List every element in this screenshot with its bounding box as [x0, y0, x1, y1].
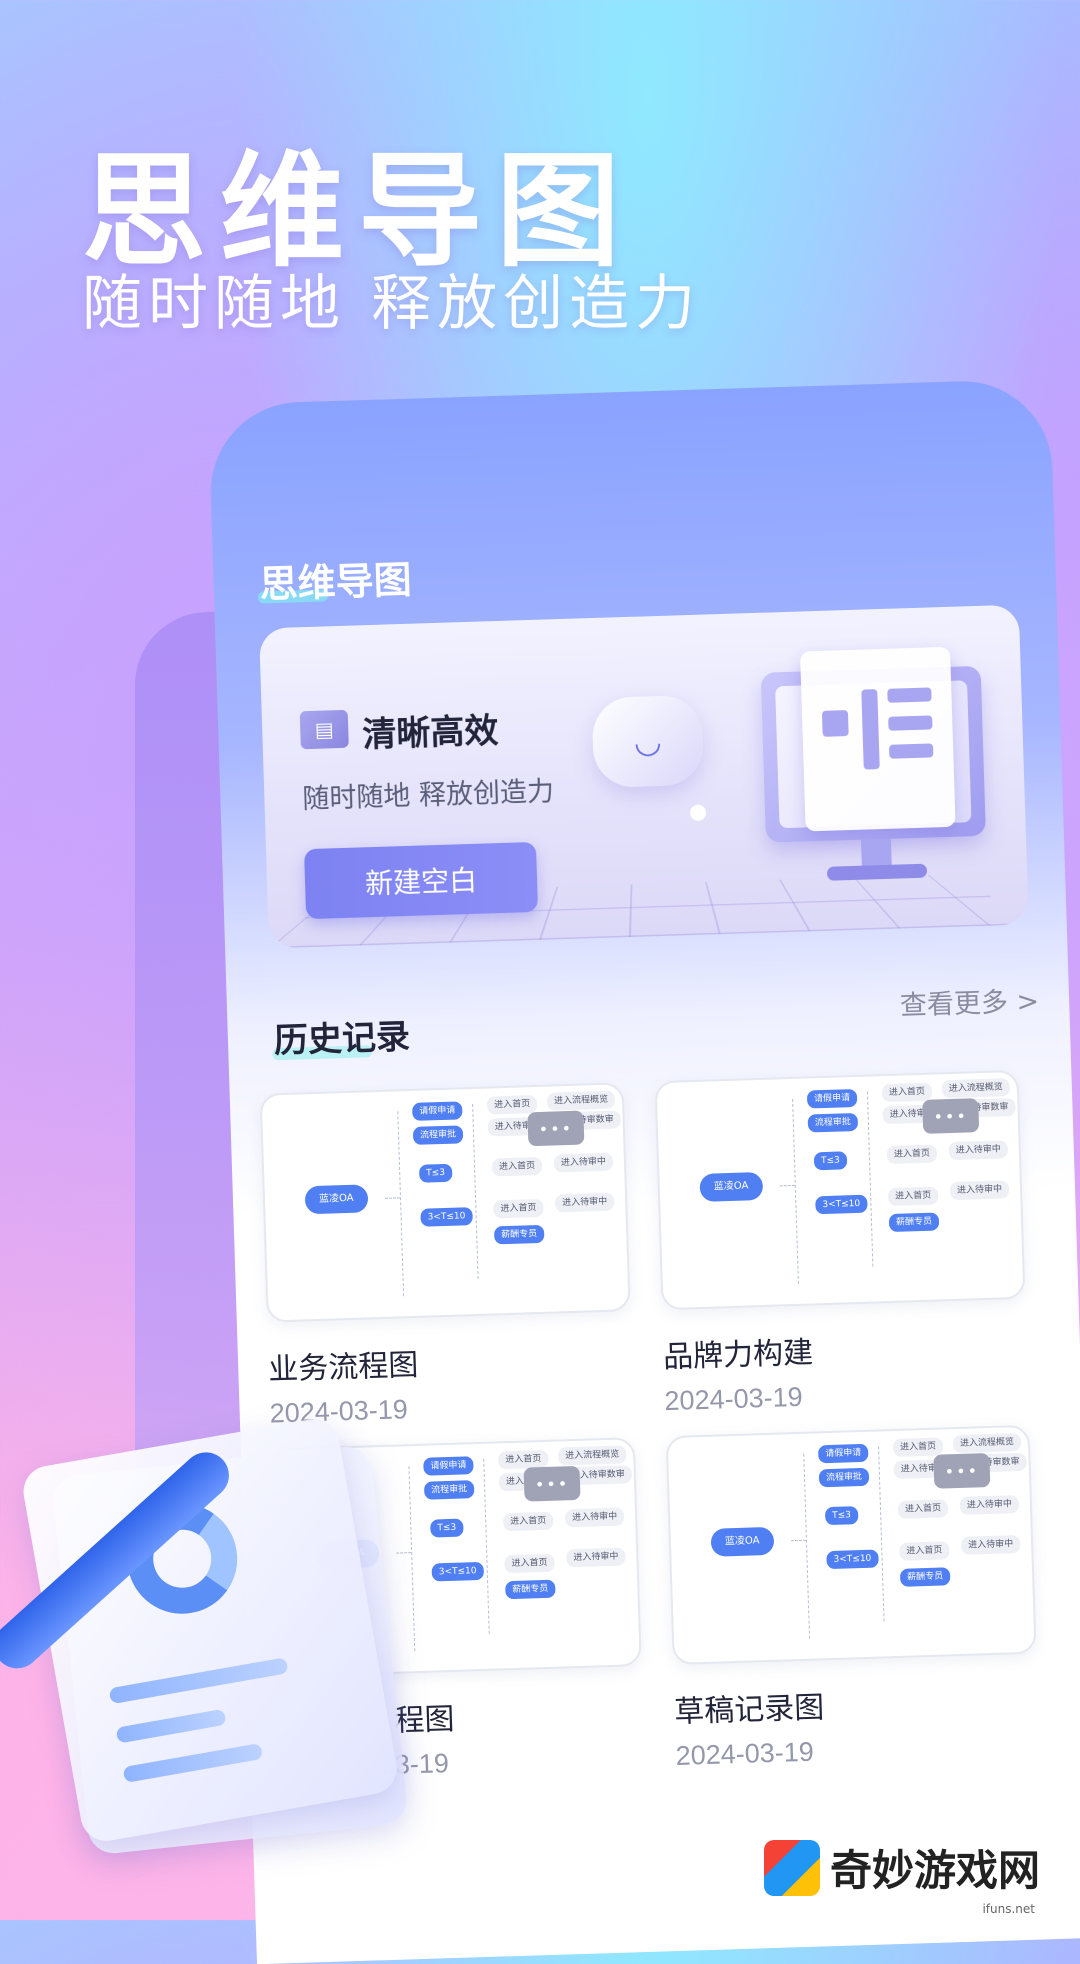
card-title: 草稿记录图 [673, 1690, 825, 1730]
hero-banner[interactable]: ▤ 清晰高效 随时随地 释放创造力 新建空白 ◡ [259, 604, 1029, 949]
leaf-node: 进入待审中 [948, 1140, 1009, 1161]
branch-node: T≤3 [824, 1506, 859, 1526]
card-date: 2024-03-19 [675, 1736, 815, 1771]
hero-subtitle: 随时随地 释放创造力 [82, 269, 702, 339]
watermark-text: 奇妙游戏网 [829, 1846, 1040, 1895]
leaf-node: 进入首页 [504, 1553, 555, 1574]
more-menu-button[interactable]: ••• [933, 1452, 991, 1489]
mindmap-thumbnail[interactable]: 蓝凌OA 请假申请 流程审批 T≤3 3<T≤10 进入首页 进入待审 进入首页… [665, 1424, 1037, 1666]
leaf-node: 进入首页 [491, 1156, 543, 1177]
leaf-node: 进入流程概览 [546, 1090, 616, 1111]
root-node: 蓝凌OA [699, 1171, 763, 1202]
leaf-node: 薪酬专员 [899, 1567, 951, 1587]
history-card-2[interactable]: 蓝凌OA 请假申请 流程审批 T≤3 3<T≤10 进入首页 进入待审 进入首页… [654, 1069, 1026, 1417]
mindmap-thumbnail[interactable]: 蓝凌OA 请假申请 流程审批 T≤3 3<T≤10 进入首页 进入待审 进入首页… [259, 1082, 631, 1323]
site-logo-icon [763, 1839, 820, 1896]
monitor-base [826, 863, 928, 881]
branch-node: 请假申请 [817, 1443, 869, 1464]
branch-node: 请假申请 [412, 1101, 463, 1121]
leaf-node: 进入待审中 [564, 1507, 625, 1528]
mindmap-icon: ▤ [299, 709, 349, 750]
mindmap-thumbnail[interactable]: 蓝凌OA 请假申请 流程审批 T≤3 3<T≤10 进入首页 进入待审 进入首页… [654, 1069, 1026, 1311]
leaf-node: 薪酬专员 [505, 1579, 556, 1600]
watermark-url: ifuns.net [982, 1902, 1035, 1916]
leaf-node: 薪酬专员 [493, 1224, 545, 1245]
root-node: 蓝凌OA [304, 1184, 368, 1215]
history-card-1[interactable]: 蓝凌OA 请假申请 流程审批 T≤3 3<T≤10 进入首页 进入待审 进入首页… [259, 1082, 631, 1429]
branch-node: 请假申请 [806, 1088, 858, 1109]
leaf-node: 进入待审中 [949, 1180, 1010, 1201]
monitor-icon [760, 646, 986, 843]
leaf-node: 薪酬专员 [888, 1212, 940, 1233]
leaf-node: 进入待审中 [566, 1547, 626, 1568]
smiley-bubble-icon: ◡ [591, 694, 705, 789]
leaf-node: 进入待审中 [553, 1152, 614, 1173]
branch-node: T≤3 [418, 1163, 453, 1183]
more-menu-button[interactable]: ••• [523, 1465, 581, 1502]
document-icon [800, 646, 956, 832]
leaf-node: 进入待审中 [959, 1495, 1020, 1515]
app-title: 思维导图 [258, 557, 413, 607]
branch-node: T≤3 [813, 1151, 848, 1171]
branch-node: 流程审批 [412, 1125, 464, 1145]
watermark-logo: 奇妙游戏网 [763, 1837, 1040, 1898]
branch-node: 3<T≤10 [815, 1194, 868, 1215]
card-title: 品牌力构建 [662, 1335, 814, 1376]
new-blank-button[interactable]: 新建空白 [304, 841, 539, 920]
more-menu-button[interactable]: ••• [922, 1098, 980, 1134]
leaf-node: 进入首页 [899, 1541, 950, 1561]
card-date: 2024-03-19 [664, 1381, 804, 1417]
leaf-node: 进入首页 [887, 1186, 939, 1207]
leaf-node: 进入首页 [881, 1082, 933, 1103]
banner-subtitle: 随时随地 释放创造力 [301, 776, 555, 816]
leaf-node: 进入流程概览 [557, 1445, 627, 1466]
leaf-node: 进入待审中 [554, 1192, 615, 1213]
branch-node: 3<T≤10 [826, 1549, 879, 1570]
history-card-4[interactable]: 蓝凌OA 请假申请 流程审批 T≤3 3<T≤10 进入首页 进入待审 进入首页… [665, 1424, 1037, 1772]
branch-node: 流程审批 [818, 1467, 870, 1488]
root-node: 蓝凌OA [710, 1526, 774, 1557]
leaf-node: 进入流程概览 [941, 1078, 1011, 1099]
leaf-node: 进入首页 [886, 1144, 938, 1165]
leaf-node: 进入首页 [502, 1511, 554, 1532]
history-title: 历史记录 [273, 1016, 411, 1062]
branch-node: 3<T≤10 [420, 1207, 473, 1227]
bubble-dot [689, 804, 707, 822]
hero-title: 思维导图 [82, 140, 635, 284]
banner-headline: 清晰高效 [361, 711, 500, 756]
card-title: 业务流程图 [267, 1347, 419, 1388]
leaf-node: 进入首页 [493, 1198, 544, 1219]
branch-node: 流程审批 [807, 1112, 859, 1133]
leaf-node: 进入首页 [892, 1437, 944, 1457]
leaf-node: 进入流程概览 [952, 1432, 1022, 1454]
more-menu-button[interactable]: ••• [527, 1110, 585, 1147]
leaf-node: 进入待审中 [960, 1535, 1021, 1555]
leaf-node: 进入首页 [486, 1095, 538, 1115]
leaf-node: 进入首页 [897, 1499, 949, 1519]
document-pen-illustration [0, 1415, 450, 1856]
see-more-link[interactable]: 查看更多 > [899, 986, 1040, 1022]
